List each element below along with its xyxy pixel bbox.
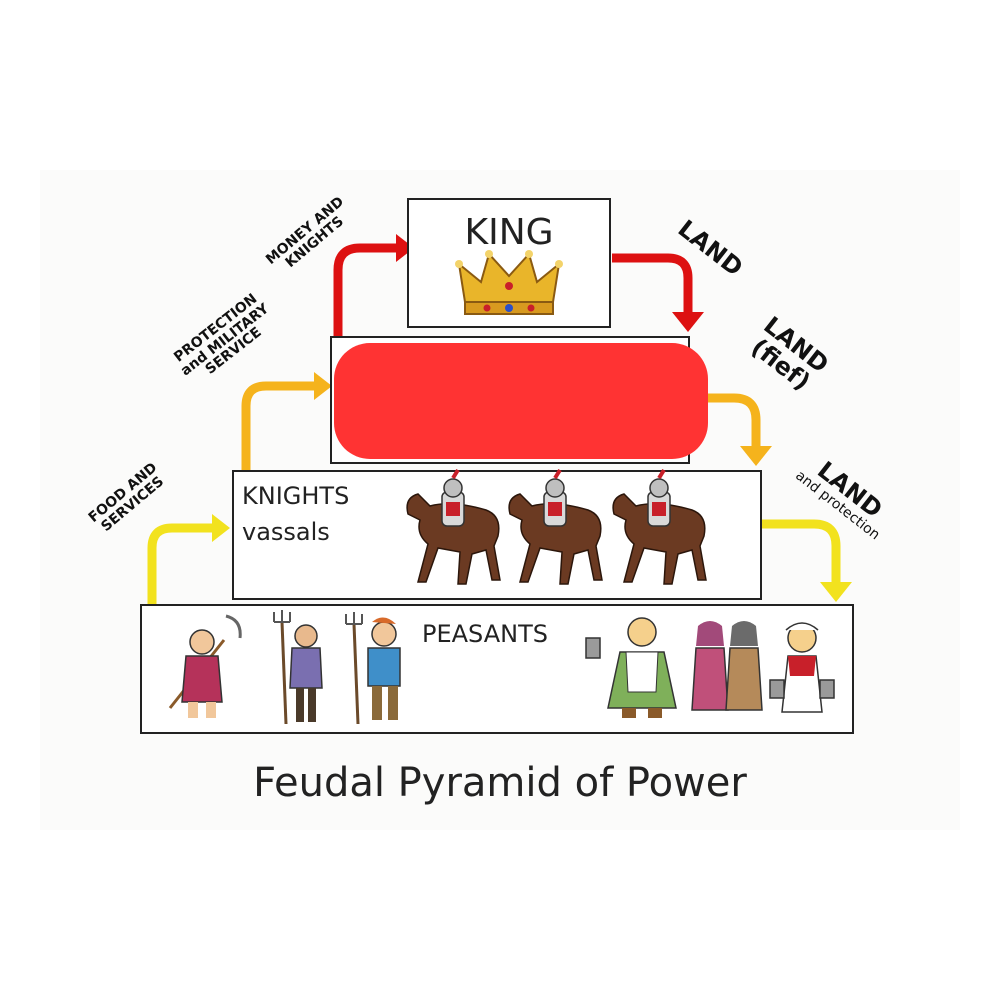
peasant-icon: [168, 614, 242, 718]
knight-on-horse-icon: [406, 468, 501, 585]
peasant-icon: [691, 621, 763, 711]
knights-illustrations: [406, 468, 707, 585]
arrow-land-fief-head: [740, 446, 772, 466]
arrow-land-protection-head: [820, 582, 852, 602]
arrow-land-fief: [700, 393, 761, 448]
arrow-money-knights-head: [396, 234, 414, 262]
redaction-block: [334, 343, 708, 459]
arrow-protection-head: [314, 372, 332, 400]
crown-icon: [455, 250, 563, 315]
knights-label: KNIGHTS: [242, 482, 350, 510]
peasant-icon: [345, 612, 401, 725]
arrow-land-protection: [762, 519, 841, 584]
peasants-label: PEASANTS: [422, 620, 548, 648]
arrow-food: [147, 523, 214, 604]
king-tier: KING: [407, 198, 611, 328]
vassals-label: vassals: [242, 518, 330, 546]
peasant-icon: [273, 610, 323, 725]
arrow-land-king-head: [672, 312, 704, 332]
arrow-land-king: [612, 253, 693, 314]
peasant-icon: [769, 622, 835, 713]
peasant-icon: [585, 617, 677, 718]
king-label: KING: [464, 212, 554, 253]
arrow-protection: [241, 381, 316, 470]
peasants-illustrations: [168, 610, 835, 725]
arrow-money-knights: [333, 243, 398, 338]
knights-tier: KNIGHTS vassals: [232, 468, 762, 600]
arrow-food-head: [212, 514, 230, 542]
knight-on-horse-icon: [508, 468, 603, 585]
knight-on-horse-icon: [612, 468, 707, 585]
lords-tier: [330, 336, 708, 464]
diagram-title: Feudal Pyramid of Power: [253, 760, 747, 806]
peasants-tier: PEASANTS: [140, 604, 854, 734]
